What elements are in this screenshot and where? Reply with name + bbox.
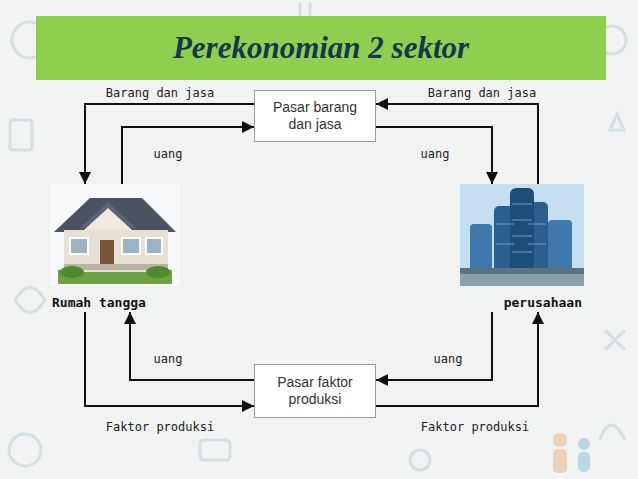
faint-circle	[410, 450, 430, 470]
market-label: Pasar barang dan jasa	[263, 99, 367, 133]
flow-arrow	[85, 104, 254, 184]
actor-node: perusahaan	[460, 184, 584, 312]
title-band	[36, 16, 606, 80]
actor-label: Rumah tangga	[52, 295, 146, 310]
title-text: Perekonomian 2 sektor	[36, 16, 606, 80]
flow-label: uang	[432, 352, 465, 367]
flow-label: Faktor produksi	[419, 420, 531, 435]
faint-cross	[605, 330, 625, 350]
flow-label: uang	[152, 352, 185, 367]
faint-circle	[9, 434, 41, 466]
actor-label: perusahaan	[504, 295, 582, 310]
market-box: Pasar barang dan jasa	[254, 90, 376, 142]
flow-arrow	[130, 312, 254, 380]
flow-arrow	[376, 312, 538, 406]
flow-arrow	[376, 127, 492, 184]
faint-leaf	[15, 288, 45, 313]
faint-box	[200, 440, 230, 460]
flow-arrow	[376, 312, 492, 380]
flow-label: uang	[419, 147, 452, 162]
faint-body	[578, 452, 590, 472]
faint-people	[553, 433, 590, 473]
market-label: Pasar faktor produksi	[263, 374, 367, 408]
house-picture	[50, 184, 180, 286]
faint-body	[553, 449, 567, 473]
flow-label: Barang dan jasa	[104, 86, 216, 101]
flow-arrow	[122, 127, 254, 184]
faint-head	[578, 438, 590, 450]
flow-arrow	[376, 104, 538, 184]
faint-head	[553, 433, 567, 447]
flow-label: uang	[152, 147, 185, 162]
faint-arc	[600, 425, 625, 440]
actor-node: Rumah tangga	[50, 184, 180, 312]
flow-label: Barang dan jasa	[426, 86, 538, 101]
flow-label: Faktor produksi	[104, 420, 216, 435]
flow-arrow	[85, 312, 254, 406]
faint-cup	[10, 120, 32, 150]
market-box: Pasar faktor produksi	[254, 364, 376, 418]
office-building-picture	[460, 184, 584, 286]
faint-triangle	[610, 114, 624, 130]
faint-icons	[9, 2, 626, 470]
